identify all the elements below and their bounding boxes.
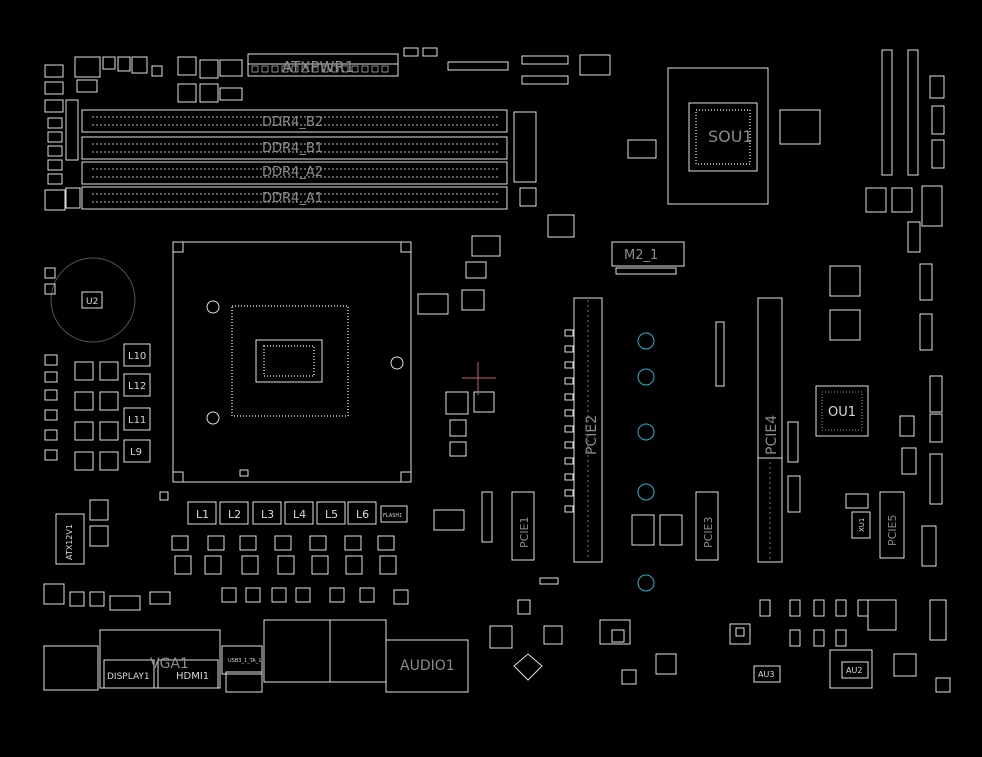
center-parts (417, 235, 501, 543)
dimm-label-b2: DDR4_B2 (262, 115, 323, 130)
pcie-secondary-label: PCIE4 (764, 415, 780, 455)
inductor-l4-label: L4 (293, 508, 306, 521)
inductor-l1-label: L1 (196, 508, 209, 521)
pcie1-label: PCIE1 (518, 516, 531, 548)
audio-label: AUDIO1 (400, 658, 455, 674)
atx12v-label: ATX12V1 (65, 524, 74, 560)
pcie-small-slots (511, 491, 905, 561)
inductor-l9-label: L9 (130, 447, 142, 458)
vrm-left (44, 257, 151, 565)
inductor-l5-label: L5 (325, 508, 338, 521)
dimm-label-b1: DDR4_B1 (262, 141, 323, 156)
display-port-label: DISPLAY1 (107, 672, 150, 682)
atx-power-connector (247, 47, 611, 85)
rear-io (43, 619, 469, 693)
south-bridge-label: SOU1 (708, 127, 753, 146)
cpu-socket (172, 241, 412, 483)
audio-au3-label: AU3 (758, 670, 774, 679)
vga-label: VGA1 (150, 656, 189, 672)
inductor-l2-label: L2 (228, 508, 241, 521)
super-io-label: OU1 (828, 405, 856, 420)
hdmi-label: HDMI1 (176, 671, 209, 682)
dimm-label-a2: DDR4_A2 (262, 165, 323, 180)
audio-area (753, 599, 873, 689)
pcie-slot-secondary (715, 297, 783, 563)
bottom-misc (43, 577, 951, 693)
inductor-l11-label: L11 (128, 415, 146, 426)
vrm-bottom (159, 469, 408, 575)
right-side-parts (787, 49, 945, 567)
pcie-slot-main (564, 297, 603, 563)
sb-chip-area (547, 67, 821, 275)
power-area-top-left (44, 56, 243, 211)
pcie-main-label: PCIE2 (584, 415, 600, 455)
flash-label: FLASH1 (383, 513, 402, 519)
vrm-u2-label: U2 (86, 297, 98, 307)
inductor-l10-label: L10 (128, 351, 146, 362)
audio-au2-label: AU2 (846, 666, 862, 675)
pcie5-label: PCIE5 (886, 514, 899, 546)
m2-slot-label: M2_1 (624, 248, 658, 263)
atx-power-label: ATXPWR1 (282, 58, 354, 76)
inductor-l6-label: L6 (356, 508, 369, 521)
usb-label: USB3_1_TA_1 (228, 658, 261, 664)
inductor-l3-label: L3 (261, 508, 274, 521)
xu1-label: XU1 (858, 518, 866, 532)
mounting-holes (637, 332, 655, 592)
dimm-label-a1: DDR4_A1 (262, 191, 323, 206)
inductor-l12-label: L12 (128, 381, 146, 392)
pcie3-label: PCIE3 (702, 516, 715, 548)
dimm-slots (81, 109, 537, 210)
